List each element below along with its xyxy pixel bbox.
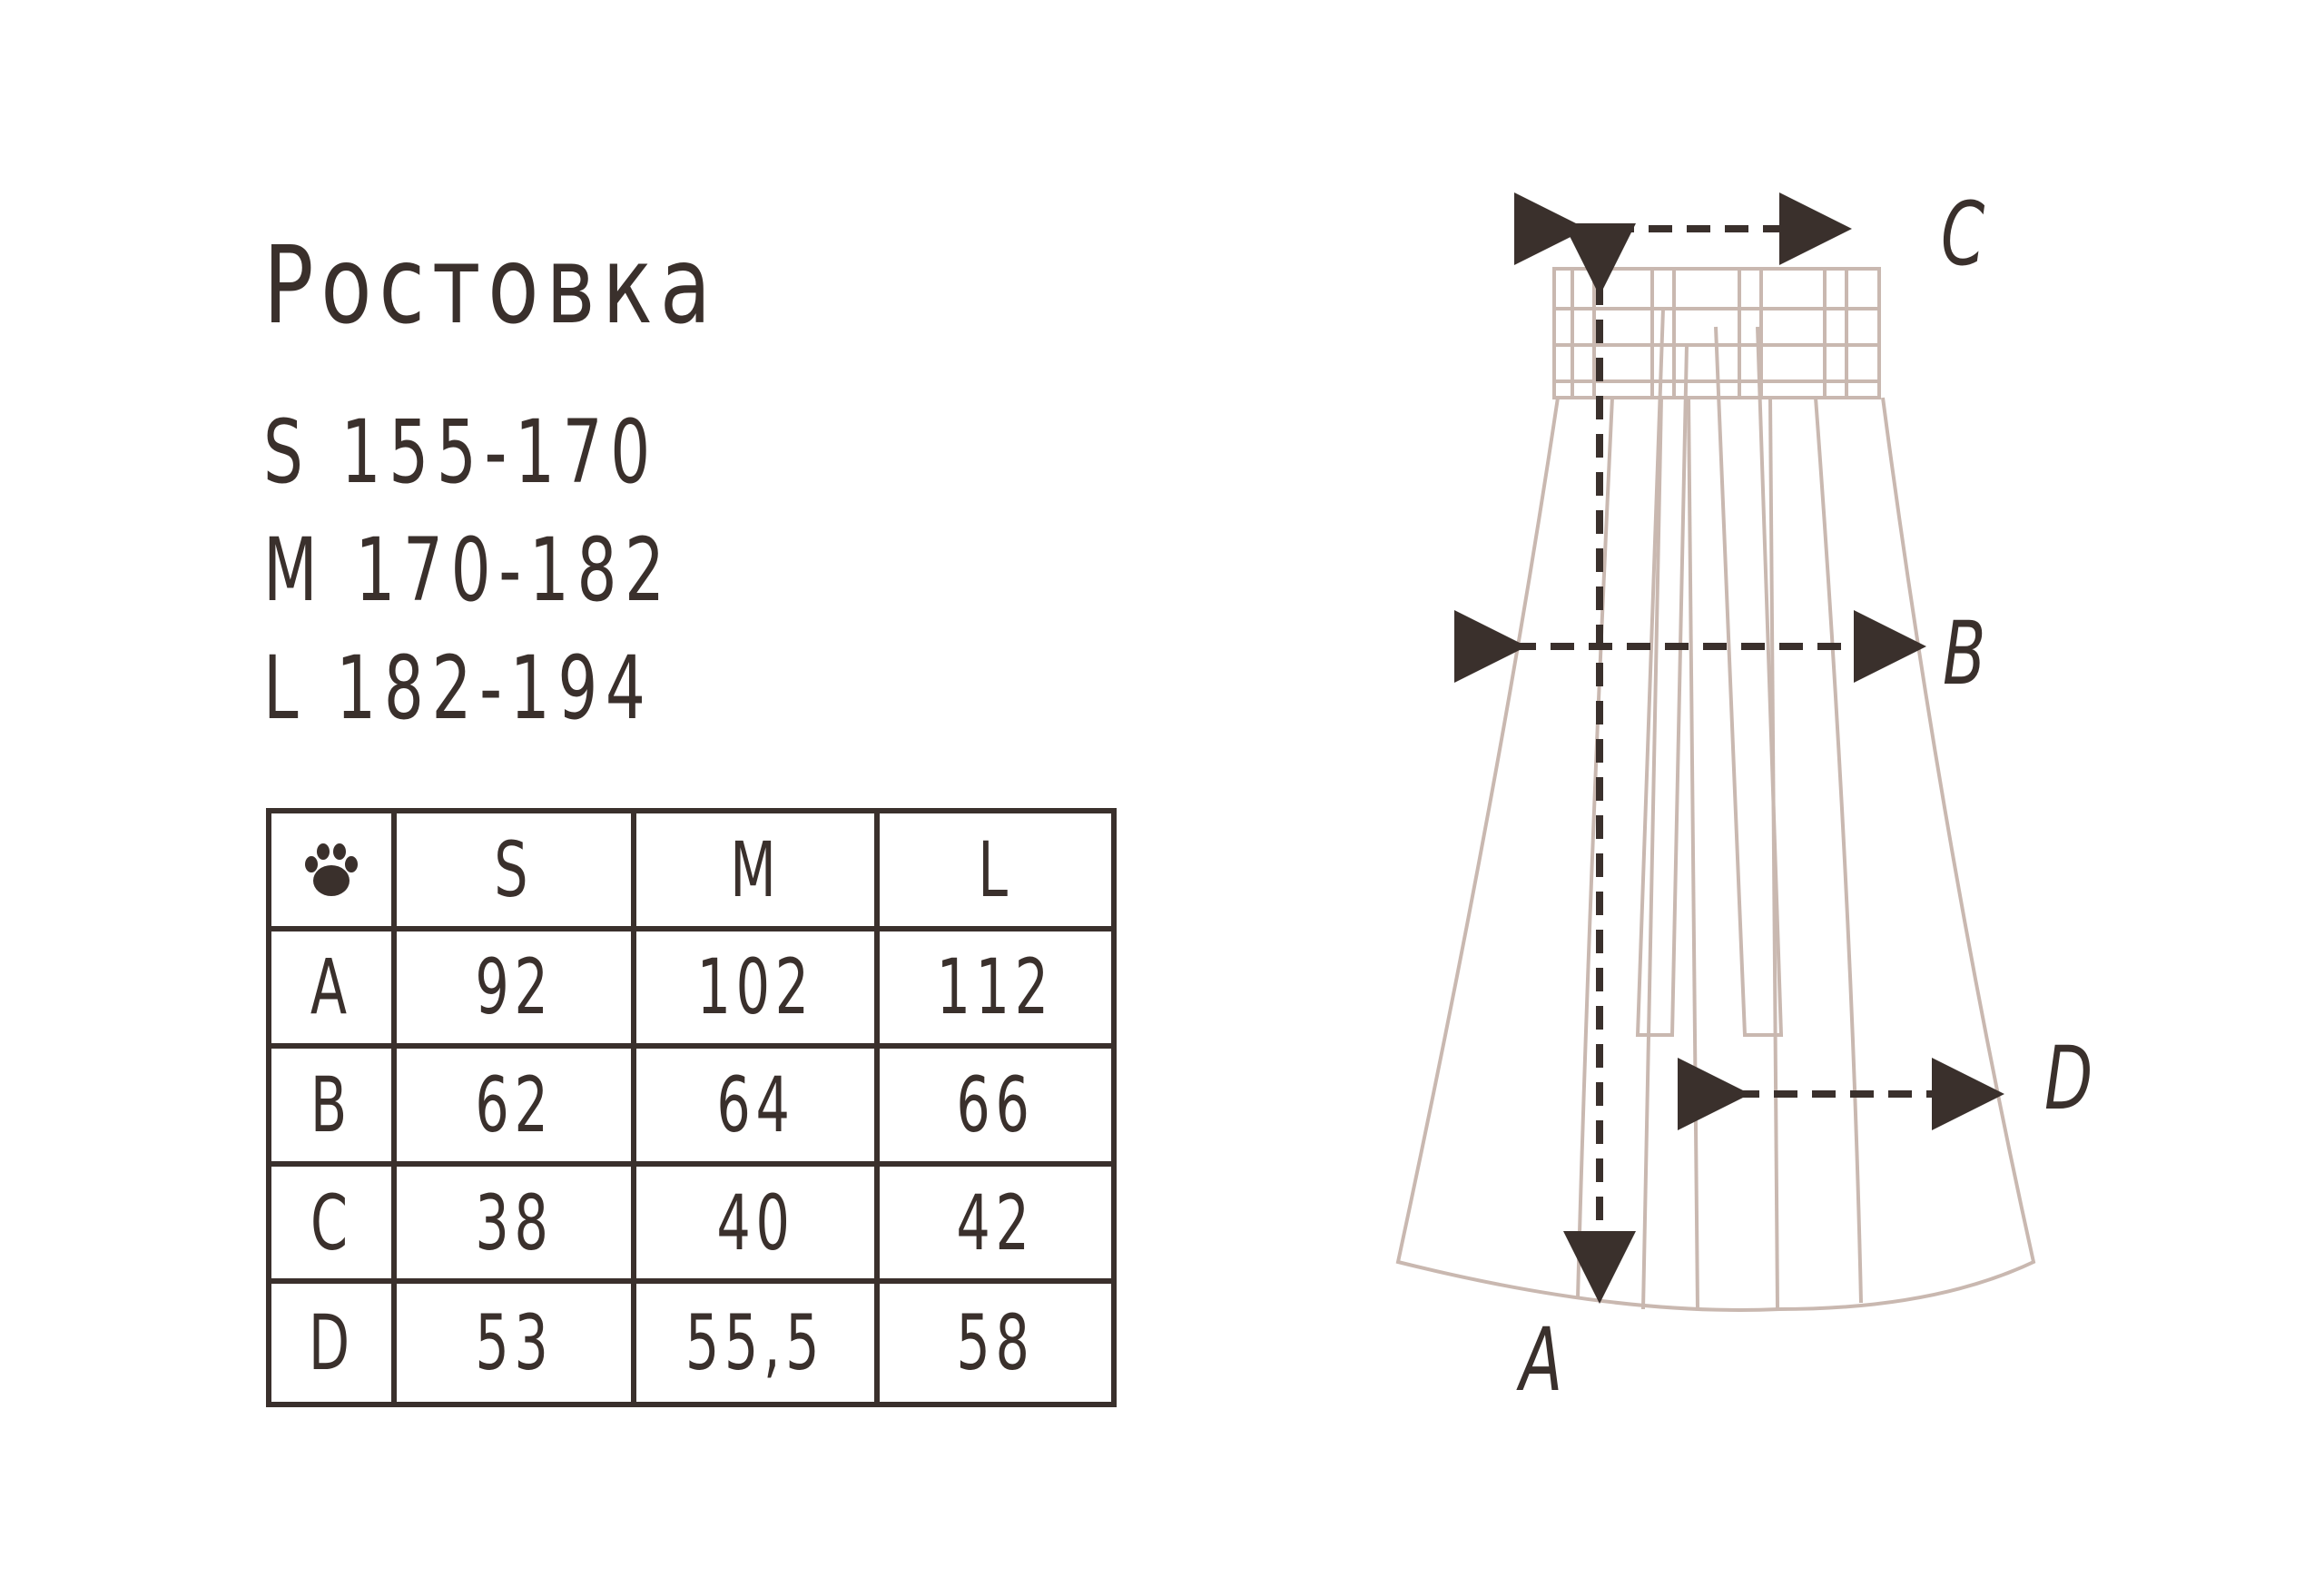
height-range: 155-170 bbox=[340, 401, 658, 503]
table-cell: 62 bbox=[397, 1049, 636, 1167]
skirt-diagram: C B D A bbox=[1344, 163, 2161, 1434]
table-cell: 55,5 bbox=[636, 1284, 880, 1402]
cell-value: 58 bbox=[956, 1298, 1035, 1388]
row-label-text: A bbox=[310, 942, 352, 1032]
size-table: S M L A 92 102 112 B 62 64 66 C 38 40 42… bbox=[266, 808, 1117, 1407]
table-cell: 92 bbox=[397, 931, 636, 1050]
table-cell: 112 bbox=[880, 931, 1111, 1050]
row-label-c: C bbox=[271, 1166, 397, 1285]
cell-value: 40 bbox=[715, 1178, 795, 1267]
label-c: C bbox=[1941, 183, 1985, 285]
column-header-text: L bbox=[978, 824, 1013, 914]
table-cell: 53 bbox=[397, 1284, 636, 1402]
cell-value: 38 bbox=[474, 1178, 554, 1267]
column-header-l: L bbox=[880, 813, 1111, 931]
page-title: Ростовка bbox=[263, 222, 718, 348]
cell-value: 53 bbox=[474, 1298, 554, 1388]
skirt-drawing bbox=[1395, 192, 2036, 1312]
table-cell: 42 bbox=[880, 1167, 1111, 1285]
label-a: A bbox=[1520, 1309, 1563, 1411]
paw-icon bbox=[305, 843, 358, 896]
measurement-arrows bbox=[1454, 192, 2004, 1304]
table-cell: 38 bbox=[397, 1166, 636, 1285]
table-cell: 40 bbox=[636, 1166, 880, 1285]
row-label-text: C bbox=[310, 1178, 353, 1267]
cell-value: 102 bbox=[696, 942, 814, 1032]
column-header-s: S bbox=[397, 813, 636, 931]
size-label: M bbox=[263, 519, 326, 621]
height-range: 182-194 bbox=[336, 637, 654, 739]
table-cell: 58 bbox=[880, 1284, 1111, 1402]
cell-value: 55,5 bbox=[685, 1298, 825, 1388]
height-range: 170-182 bbox=[355, 519, 673, 621]
row-label-text: D bbox=[308, 1298, 355, 1388]
row-label-b: B bbox=[271, 1049, 397, 1167]
cell-value: 112 bbox=[936, 942, 1055, 1032]
row-label-text: B bbox=[310, 1060, 352, 1149]
size-label: L bbox=[263, 637, 307, 739]
row-label-d: D bbox=[271, 1284, 397, 1402]
cell-value: 62 bbox=[474, 1060, 554, 1149]
row-label-a: A bbox=[271, 931, 397, 1050]
table-cell: 64 bbox=[636, 1049, 880, 1167]
cell-value: 42 bbox=[956, 1178, 1035, 1267]
table-cell: 66 bbox=[880, 1049, 1111, 1167]
column-header-text: M bbox=[729, 824, 782, 914]
label-d: D bbox=[2044, 1028, 2093, 1129]
cell-value: 66 bbox=[956, 1060, 1035, 1149]
skirt-outline bbox=[1395, 267, 2036, 1312]
table-cell: 102 bbox=[636, 931, 880, 1050]
cell-value: 92 bbox=[474, 942, 554, 1032]
cell-value: 64 bbox=[715, 1060, 795, 1149]
column-header-text: S bbox=[494, 824, 534, 914]
column-header-m: M bbox=[636, 813, 880, 931]
label-b: B bbox=[1943, 603, 1986, 705]
table-corner-cell bbox=[271, 813, 397, 931]
size-label: S bbox=[263, 401, 311, 503]
